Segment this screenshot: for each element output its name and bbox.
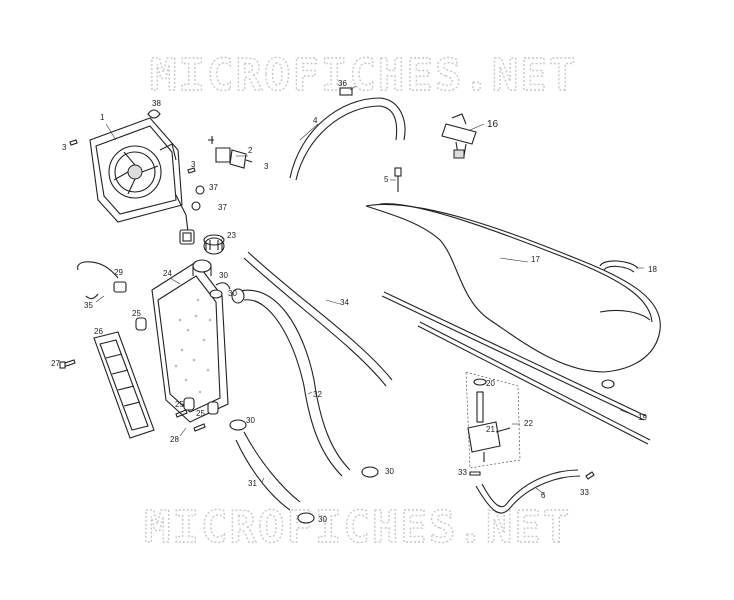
fuel-tap	[465, 371, 521, 469]
hose-clips-37	[191, 185, 205, 211]
callout-3-left: 3	[62, 143, 67, 152]
watermark-bottom: MICROFICHES.NET	[144, 502, 571, 553]
callout-24: 24	[163, 269, 172, 278]
clip-38	[147, 109, 161, 119]
callout-32: 32	[313, 390, 322, 399]
callout-35: 35	[84, 301, 93, 310]
hose-34	[243, 251, 393, 387]
hose-clamps-30	[209, 289, 379, 524]
tank-strips	[381, 291, 651, 445]
hose-4	[289, 87, 406, 181]
bolt-5	[394, 167, 402, 192]
callout-33-right: 33	[580, 488, 589, 497]
callout-30-hose: 30	[228, 289, 237, 298]
callout-36: 36	[338, 79, 347, 88]
tank-handle	[599, 260, 639, 273]
callout-16: 16	[487, 119, 499, 130]
callout-29: 29	[114, 268, 123, 277]
temperature-sensor	[77, 261, 127, 300]
thermo-switch	[187, 136, 253, 174]
callout-5: 5	[384, 175, 389, 184]
callout-21: 21	[486, 425, 495, 434]
callout-30-right: 30	[385, 467, 394, 476]
radiator-grille	[93, 331, 155, 439]
callout-26: 26	[94, 327, 103, 336]
callout-33-left: 33	[458, 468, 467, 477]
callout-4: 4	[313, 116, 318, 125]
callout-30-bottom: 30	[318, 515, 327, 524]
watermark-top: MICROFICHES.NET	[150, 50, 577, 101]
screw-left	[69, 139, 78, 146]
hose-31	[235, 431, 301, 511]
callout-25-mid: 25	[175, 400, 184, 409]
callout-labels: 1 2 3 3 3 4 5 6 16 17 18 19 20 21 22 23 …	[51, 79, 657, 524]
callout-18: 18	[648, 265, 657, 274]
callout-3-right: 3	[264, 162, 269, 171]
callout-28: 28	[170, 435, 179, 444]
bolt-27	[59, 359, 76, 369]
callout-3-mid: 3	[191, 160, 196, 169]
fuel-cap	[441, 113, 477, 159]
callout-23: 23	[227, 231, 236, 240]
callout-17: 17	[531, 255, 540, 264]
callout-1: 1	[100, 113, 105, 122]
callout-30-top: 30	[219, 271, 228, 280]
fuel-tank	[365, 203, 661, 389]
hose-32	[231, 288, 351, 477]
leader-lines	[95, 85, 644, 495]
radiator	[151, 259, 231, 423]
callout-25-left: 25	[132, 309, 141, 318]
callout-20: 20	[486, 379, 495, 388]
radiator-cap	[203, 234, 225, 255]
callout-37-top: 37	[209, 183, 218, 192]
callout-27: 27	[51, 359, 60, 368]
callout-2: 2	[248, 146, 253, 155]
callout-38: 38	[152, 99, 161, 108]
callout-37-bottom: 37	[218, 203, 227, 212]
callout-6: 6	[541, 491, 546, 500]
cooling-fan-assembly	[89, 117, 195, 245]
callout-22: 22	[524, 419, 533, 428]
rubber-pads	[135, 317, 219, 432]
tap-hose-6	[469, 469, 595, 514]
callout-34: 34	[340, 298, 349, 307]
callout-19: 19	[638, 413, 647, 422]
callout-25-right: 25	[196, 409, 205, 418]
callout-31: 31	[248, 479, 257, 488]
callout-30-lower: 30	[246, 416, 255, 425]
